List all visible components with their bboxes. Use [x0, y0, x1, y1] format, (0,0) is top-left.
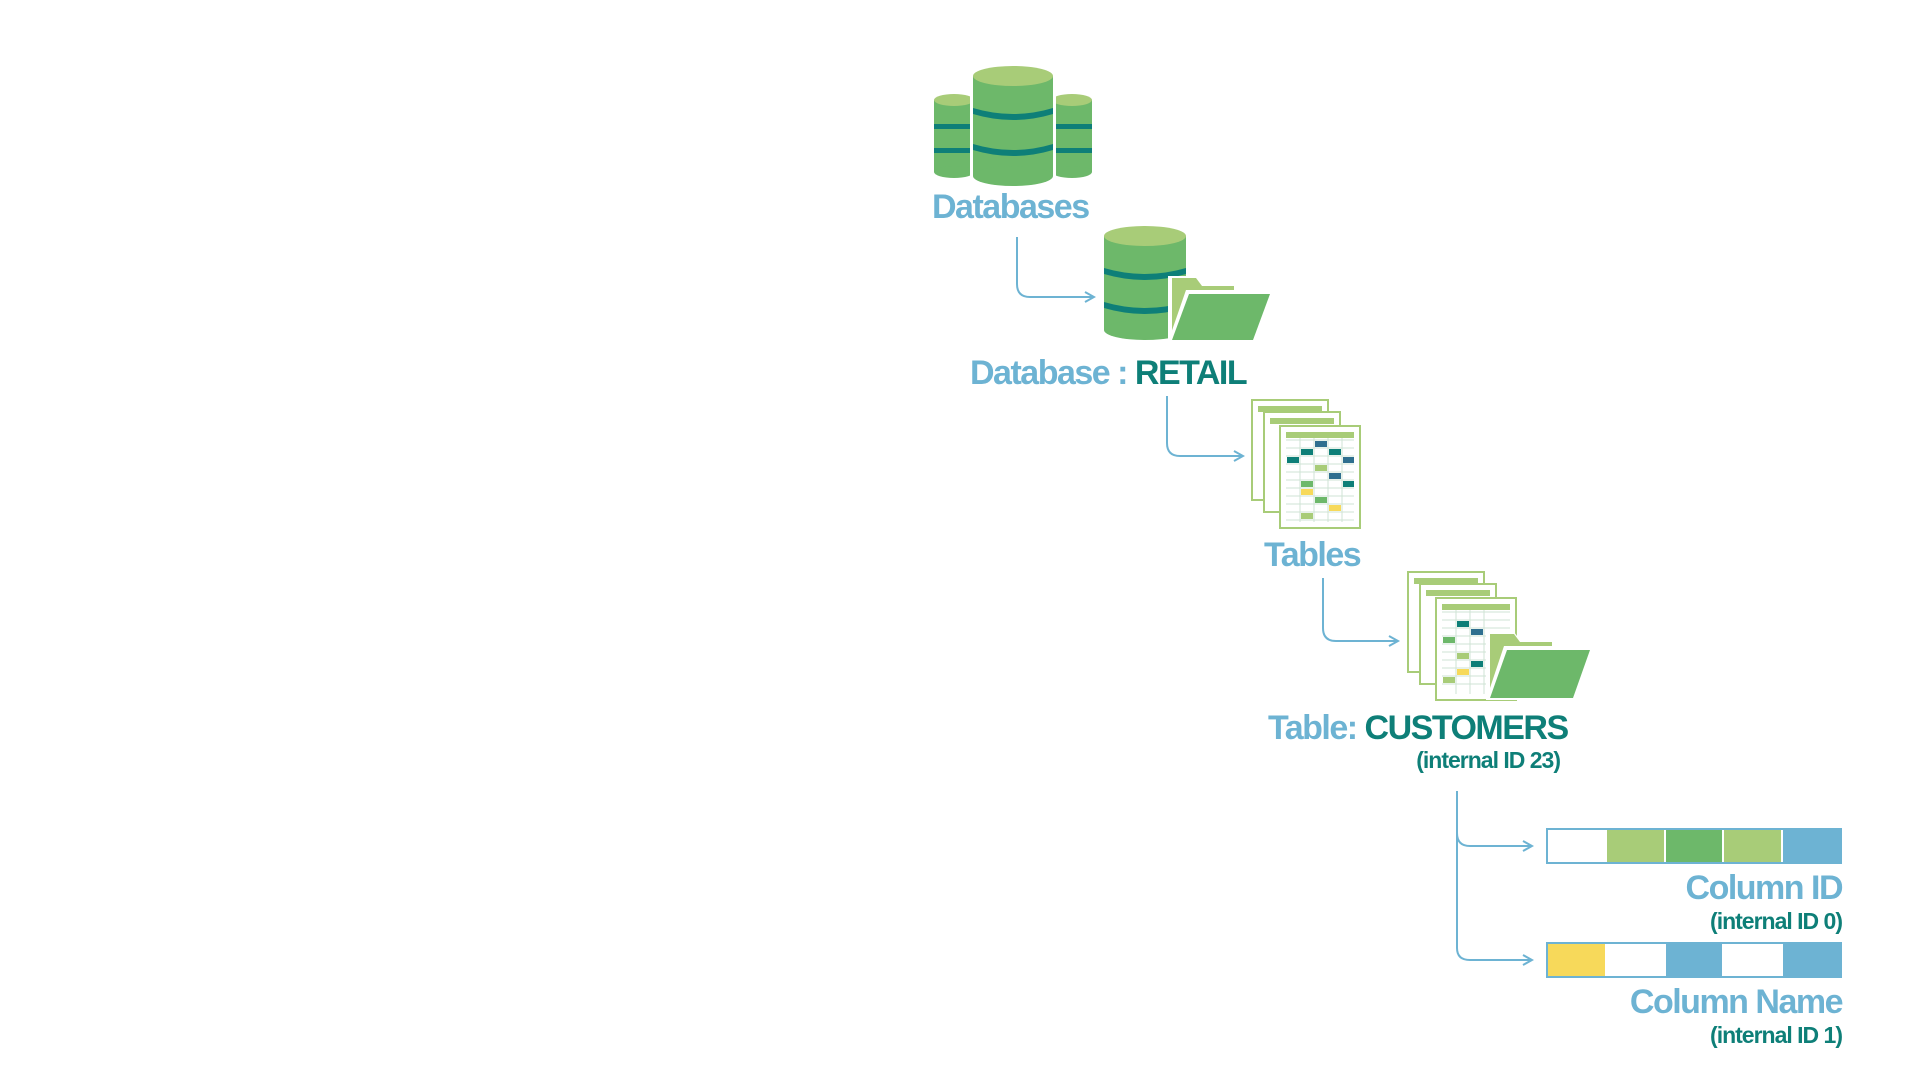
tables-label: Tables: [1264, 536, 1362, 574]
column-id-internal-id: (internal ID 0): [1710, 908, 1843, 934]
arrow-databases-to-retail: [1016, 237, 1094, 297]
column-id-bar: [1546, 828, 1842, 864]
database-prefix: Database :: [970, 354, 1135, 392]
table-name: CUSTOMERS: [1364, 709, 1570, 747]
column-name-label: Column Name: [1629, 983, 1844, 1021]
table-customers-label: Table: CUSTOMERS: [1268, 709, 1570, 747]
column-cell: [1665, 830, 1725, 862]
column-cell: [1606, 944, 1666, 976]
column-cell: [1724, 944, 1784, 976]
column-cell: [1783, 830, 1840, 862]
arrow-to-column-name: [1456, 947, 1532, 960]
arrow-tables-to-customers: [1322, 578, 1398, 641]
column-cell: [1783, 944, 1840, 976]
tables-icon: [1251, 399, 1361, 529]
table-folder-icon: [1407, 571, 1594, 701]
arrow-retail-to-tables: [1166, 396, 1243, 456]
column-cell: [1548, 944, 1607, 976]
arrow-to-column-id: [1456, 832, 1532, 846]
column-name-internal-id: (internal ID 1): [1710, 1022, 1843, 1048]
column-id-label: Column ID: [1685, 869, 1844, 907]
folder-shape: [1486, 632, 1594, 700]
database-folder-icon: [1104, 226, 1274, 342]
databases-label: Databases: [932, 188, 1090, 226]
database-name: RETAIL: [1134, 354, 1248, 392]
column-cell: [1606, 830, 1666, 862]
column-cell: [1724, 830, 1784, 862]
folder-shape: [1168, 276, 1274, 342]
column-cell: [1548, 830, 1607, 862]
database-retail-label: Database : RETAIL: [970, 354, 1248, 392]
table-internal-id: (internal ID 23): [1416, 747, 1561, 773]
databases-icon: [934, 66, 1092, 186]
front-sheet: [1279, 425, 1361, 529]
column-cell: [1665, 944, 1725, 976]
column-name-bar: [1546, 942, 1842, 978]
table-prefix: Table:: [1268, 709, 1365, 747]
